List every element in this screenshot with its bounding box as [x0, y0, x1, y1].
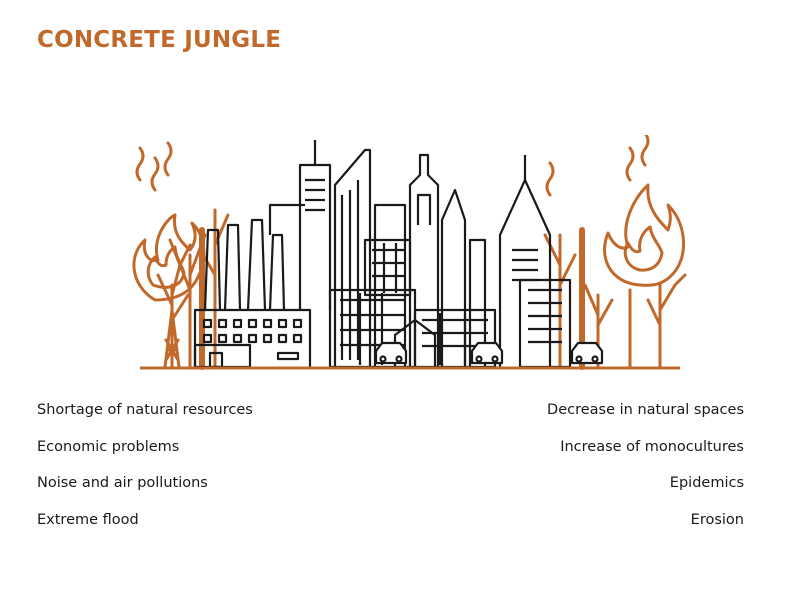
city-skyline — [140, 140, 680, 370]
factory-windows — [202, 318, 303, 344]
list-item: Decrease in natural spaces — [547, 402, 744, 418]
right-burning-trees — [543, 135, 687, 370]
page-title: CONCRETE JUNGLE — [37, 27, 282, 53]
cars — [374, 341, 604, 365]
list-item: Shortage of natural resources — [37, 402, 253, 418]
list-item: Erosion — [690, 511, 744, 528]
list-item: Increase of monocultures — [560, 438, 744, 455]
burning-city-illustration — [132, 135, 687, 370]
list-item: Epidemics — [669, 475, 744, 491]
right-consequences-list: Decrease in natural spaces Increase of m… — [547, 398, 744, 544]
list-item: Extreme flood — [37, 511, 139, 528]
list-item: Economic problems — [37, 438, 180, 455]
left-burning-trees — [132, 141, 230, 370]
left-consequences-list: Shortage of natural resources Economic p… — [37, 398, 253, 544]
list-item: Noise and air pollutions — [37, 475, 208, 491]
